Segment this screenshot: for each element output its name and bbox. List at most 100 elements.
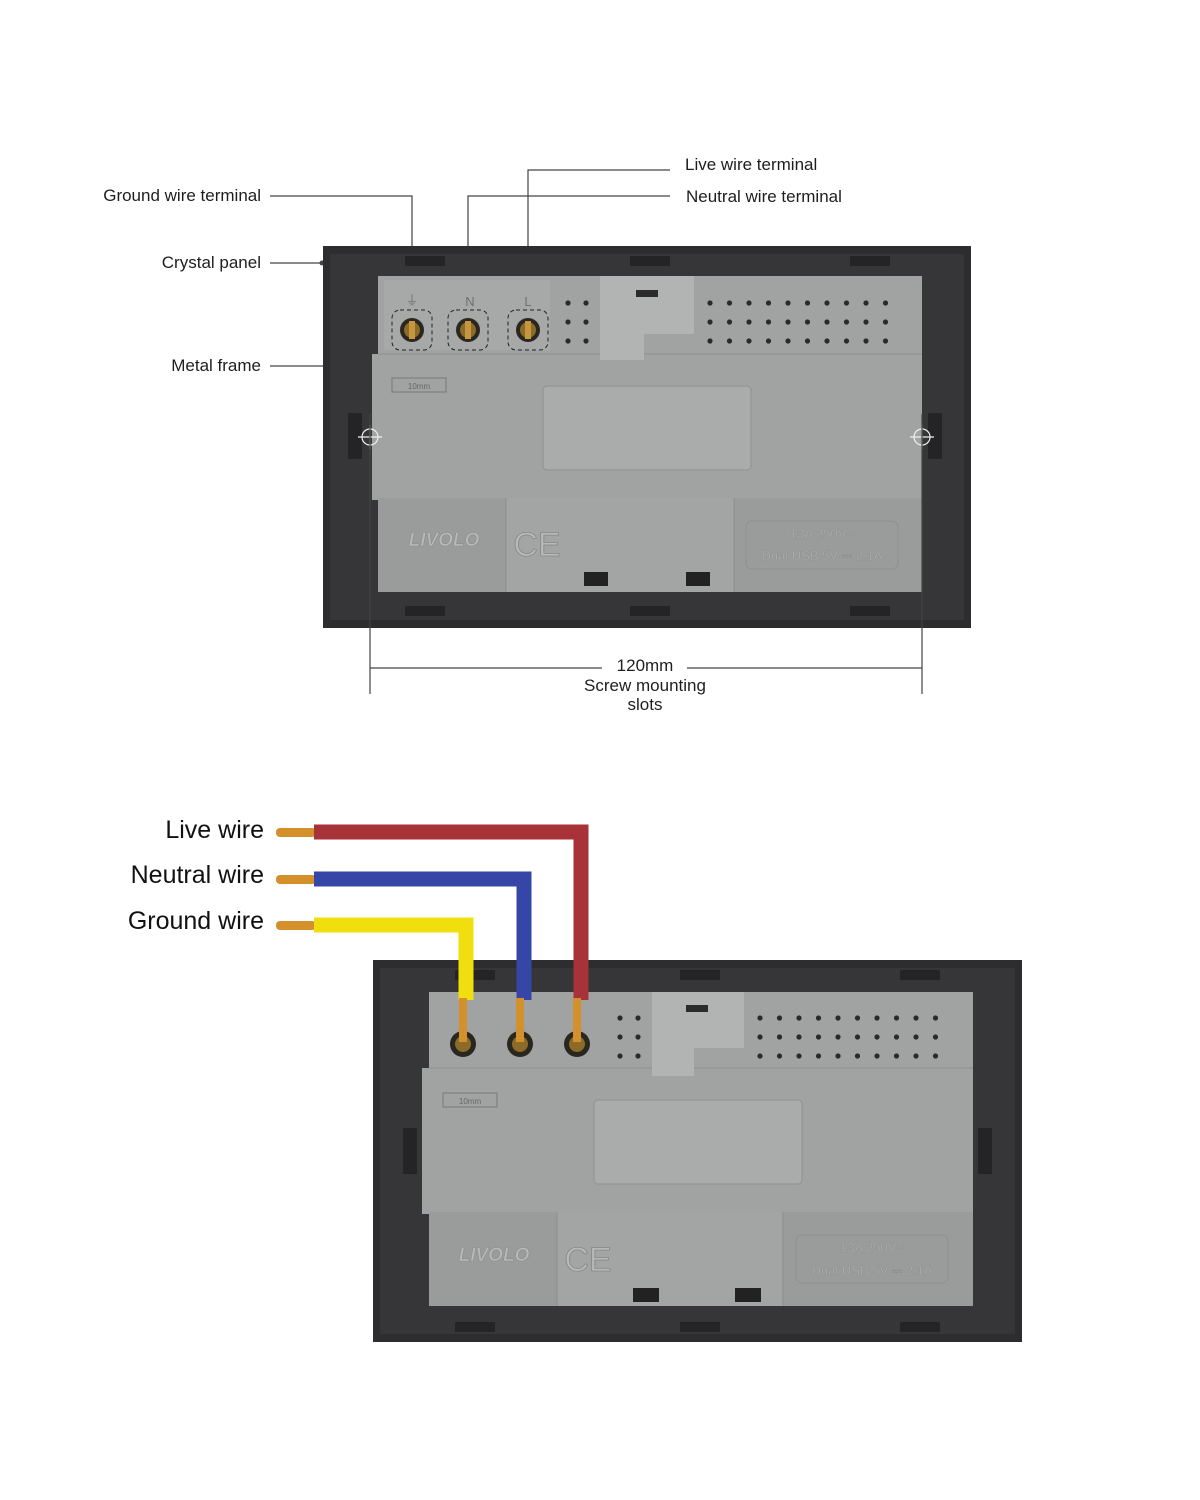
dimension-value-label: 120mm — [616, 656, 674, 675]
vent-hole — [874, 1034, 880, 1040]
vent-hole — [882, 338, 889, 344]
vent-holes-small — [565, 300, 589, 344]
vent-hole — [776, 1034, 783, 1040]
vent-hole — [583, 319, 589, 325]
vent-holes-large — [707, 300, 889, 344]
vent-hole — [932, 1053, 939, 1059]
vent-hole — [635, 1053, 641, 1059]
vent-hole — [854, 1034, 861, 1040]
vent-hole — [893, 1015, 900, 1021]
vent-hole — [796, 1034, 802, 1040]
ground-wire — [276, 917, 474, 1042]
vent-hole — [882, 319, 889, 325]
wiring-strip-gauge: 10mm — [442, 1092, 498, 1108]
socket-housing — [372, 276, 922, 592]
vent-hole — [913, 1034, 919, 1040]
rating-line-2: Dual USB 5V ⎓ 2.1A — [762, 548, 883, 563]
vent-hole — [854, 1015, 861, 1021]
terminal-marks: ⏚ N L — [405, 293, 531, 309]
dimension-120mm — [369, 414, 923, 694]
vent-hole — [913, 1053, 919, 1059]
vent-hole — [796, 1015, 802, 1021]
vent-hole — [815, 1034, 822, 1040]
live-terminal-label: Live wire terminal — [685, 155, 818, 174]
vent-hole — [874, 1015, 880, 1021]
vent-hole — [776, 1053, 783, 1059]
vent-hole — [617, 1015, 623, 1021]
ground-terminal-screw — [391, 309, 433, 351]
dimension-caption-line-1: Screw mounting — [584, 676, 706, 695]
vent-hole — [765, 319, 772, 325]
vent-hole — [863, 300, 869, 306]
vent-hole — [804, 338, 811, 344]
vent-hole — [617, 1034, 623, 1040]
vent-hole — [583, 300, 589, 306]
vent-hole — [932, 1034, 939, 1040]
neutral-terminal-mark: N — [465, 294, 474, 309]
ground-terminal-mark: ⏚ — [405, 293, 418, 308]
vent-hole — [565, 300, 571, 306]
vent-hole — [757, 1015, 763, 1021]
vent-hole — [854, 1053, 861, 1059]
vent-hole — [785, 319, 791, 325]
wiring-vent-holes-small — [617, 1015, 641, 1059]
neutral-terminal-screw — [447, 309, 489, 351]
vent-hole — [565, 319, 571, 325]
live-wire-label: Live wire — [165, 816, 264, 844]
vent-hole — [765, 300, 772, 306]
wiring-rating-plate — [795, 1234, 949, 1284]
vent-hole — [785, 300, 791, 306]
neutral-wire — [276, 871, 532, 1042]
rating-line-1: 13A 250V~ — [790, 526, 854, 541]
rating-plate — [745, 520, 899, 570]
vent-hole — [913, 1015, 919, 1021]
vent-hole — [815, 1053, 822, 1059]
frame-clips — [348, 256, 942, 616]
vent-hole — [863, 338, 869, 344]
svg-text:Dual USB 5V ⎓ 2.1A: Dual USB 5V ⎓ 2.1A — [812, 1263, 933, 1278]
ce-mark: CE — [513, 526, 560, 564]
wiring-socket-housing — [422, 992, 973, 1306]
vent-hole — [707, 319, 713, 325]
ground-wire-label: Ground wire — [127, 907, 264, 935]
vent-hole — [835, 1034, 841, 1040]
vent-hole — [583, 338, 589, 344]
neutral-wire-label: Neutral wire — [130, 861, 264, 889]
vent-hole — [932, 1015, 939, 1021]
vent-hole — [824, 338, 830, 344]
vent-hole — [726, 300, 733, 306]
vent-hole — [874, 1053, 880, 1059]
brand-emboss: LIVOLO — [409, 530, 480, 551]
vent-hole — [617, 1053, 623, 1059]
vent-hole — [835, 1015, 841, 1021]
vent-hole — [796, 1053, 802, 1059]
vent-hole — [835, 1053, 841, 1059]
live-wire — [276, 824, 589, 1042]
vent-hole — [776, 1015, 783, 1021]
vent-hole — [757, 1053, 763, 1059]
vent-hole — [746, 300, 752, 306]
svg-text:13A 250V~: 13A 250V~ — [840, 1240, 904, 1255]
vent-hole — [824, 319, 830, 325]
vent-hole — [843, 338, 850, 344]
vent-hole — [843, 300, 850, 306]
vent-hole — [635, 1015, 641, 1021]
vent-hole — [765, 338, 772, 344]
vent-hole — [757, 1034, 763, 1040]
svg-text:10mm: 10mm — [408, 382, 431, 391]
vent-hole — [804, 300, 811, 306]
vent-hole — [824, 300, 830, 306]
wiring-ce-mark: CE — [564, 1241, 611, 1279]
vent-hole — [746, 338, 752, 344]
vent-hole — [707, 300, 713, 306]
vent-hole — [635, 1034, 641, 1040]
wiring-brand-emboss: LIVOLO — [459, 1245, 530, 1266]
vent-hole — [843, 319, 850, 325]
live-terminal-mark: L — [524, 294, 531, 309]
vent-hole — [785, 338, 791, 344]
svg-text:10mm: 10mm — [459, 1097, 482, 1106]
vent-hole — [726, 338, 733, 344]
vent-hole — [565, 338, 571, 344]
socket-back-annotated-diagram: ⏚ N L 10mm LIVOLO CE 13A 250V~ Dual USB … — [270, 169, 971, 694]
